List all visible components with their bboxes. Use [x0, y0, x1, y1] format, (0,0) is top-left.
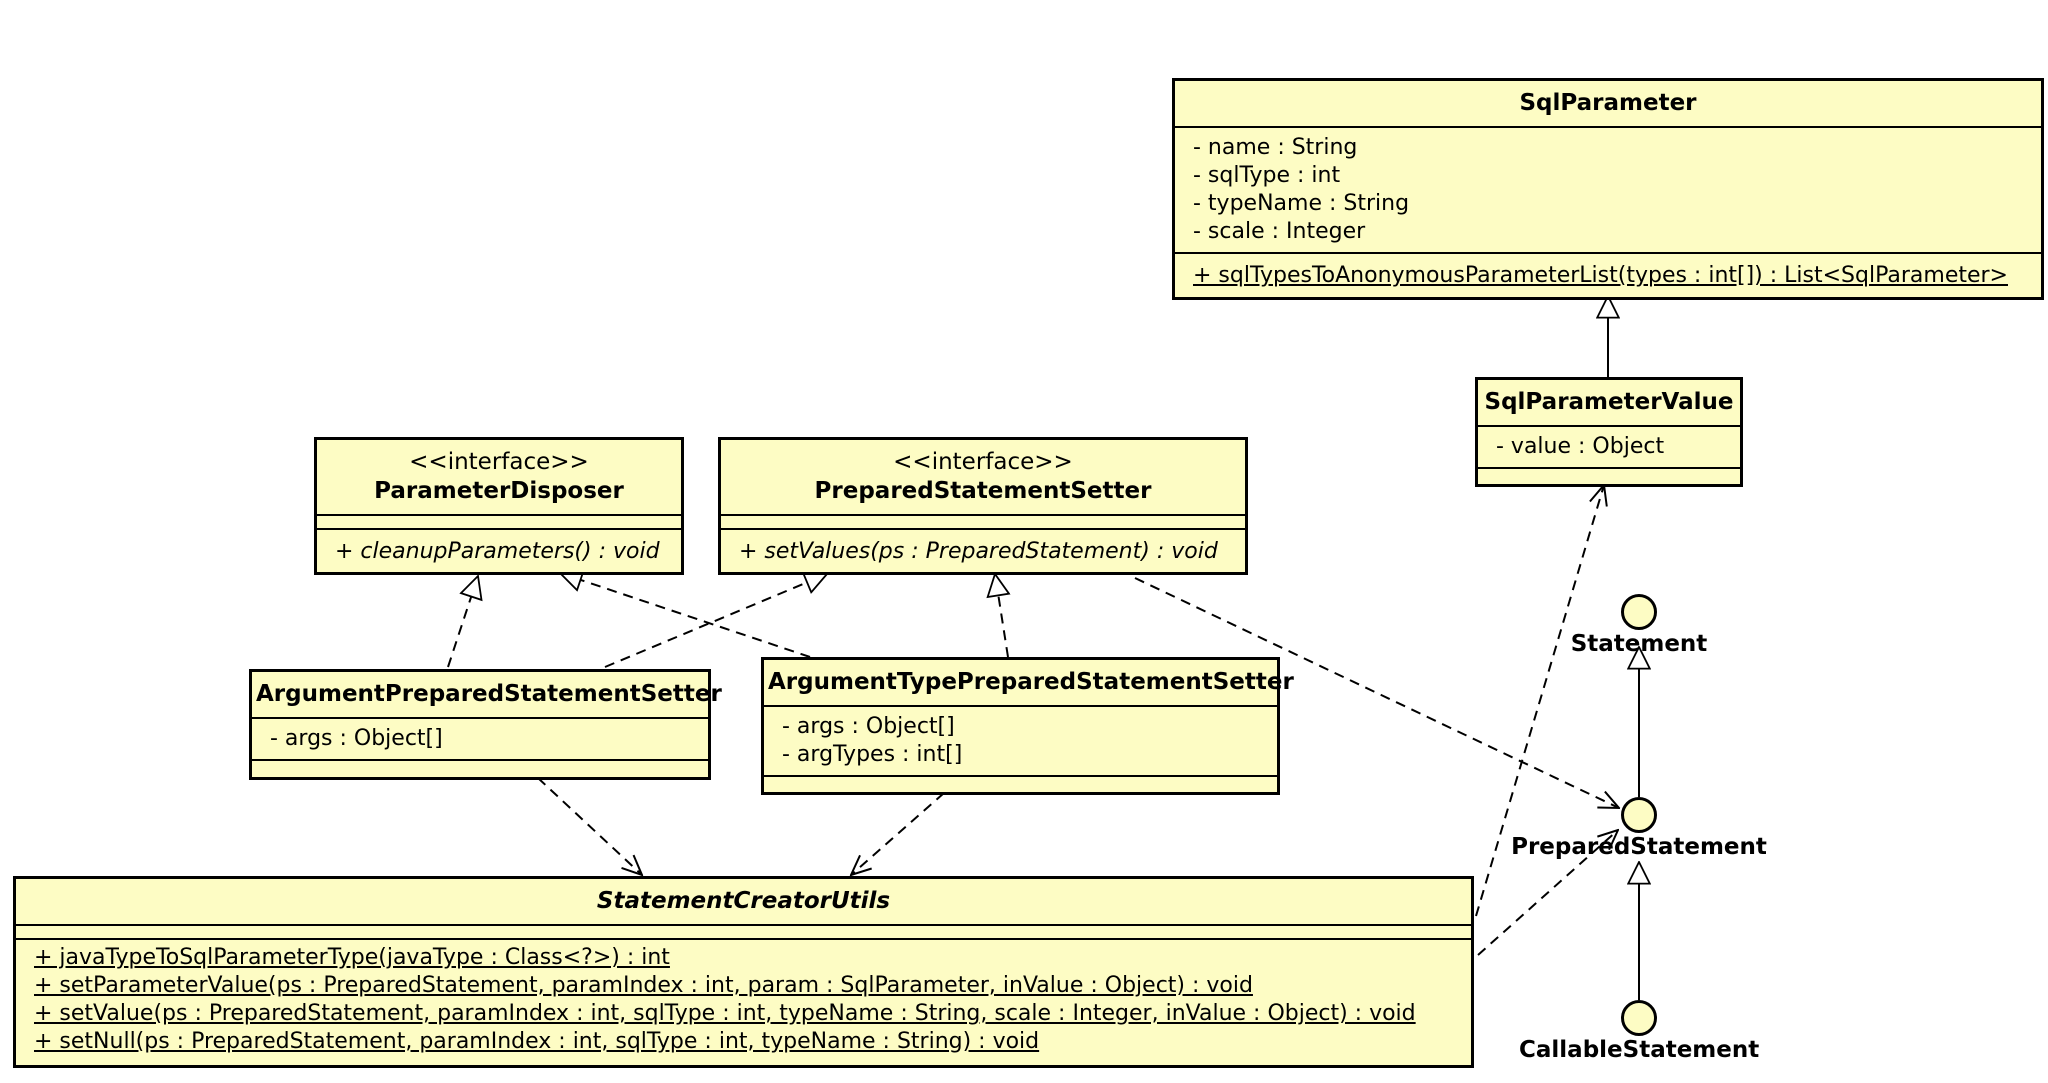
operations-compartment: + javaTypeToSqlParameterType(javaType : …: [16, 940, 1471, 1060]
operations-compartment: + cleanupParameters() : void: [317, 530, 681, 574]
static-operation: + javaTypeToSqlParameterType(javaType : …: [34, 945, 670, 970]
class-name: SqlParameterValue: [1478, 380, 1740, 427]
class-header: <<interface>> ParameterDisposer: [317, 440, 681, 516]
class-argument-prepared-statement-setter: ArgumentPreparedStatementSetter - args :…: [249, 669, 722, 780]
class-sql-parameter: SqlParameter - name : String - sqlType :…: [1172, 78, 2044, 300]
attributes-compartment: - args : Object[]: [252, 719, 708, 761]
class-argument-type-prepared-statement-setter: ArgumentTypePreparedStatementSetter - ar…: [761, 657, 1294, 795]
class-name: PreparedStatementSetter: [814, 478, 1152, 504]
dependency-preparedstatementsetter-preparedstatement: [1134, 577, 1619, 808]
class-name: StatementCreatorUtils: [16, 879, 1471, 926]
attribute: - value : Object: [1496, 434, 1665, 459]
attribute: - sqlType : int: [1193, 163, 1341, 188]
attribute: - args : Object[]: [270, 726, 443, 751]
attributes-compartment: - args : Object[] - argTypes : int[]: [764, 707, 1277, 777]
interface-label: CallableStatement: [1519, 1037, 1760, 1063]
realization-argtypepss-parameterdisposer: [560, 573, 811, 658]
attribute: - scale : Integer: [1193, 219, 1366, 244]
interface-statement: Statement: [1539, 594, 1739, 658]
static-operation: + sqlTypesToAnonymousParameterList(types…: [1193, 263, 2008, 288]
attributes-compartment: - value : Object: [1478, 427, 1740, 469]
abstract-operation: + cleanupParameters() : void: [335, 539, 660, 564]
operations-compartment: + setValues(ps : PreparedStatement) : vo…: [721, 530, 1245, 574]
operations-compartment: [1478, 469, 1740, 501]
interface-parameter-disposer: <<interface>> ParameterDisposer + cleanu…: [314, 437, 684, 575]
attributes-compartment: [721, 516, 1245, 530]
stereotype: <<interface>>: [893, 449, 1073, 475]
class-name: ArgumentPreparedStatementSetter: [252, 672, 722, 719]
interface-label: PreparedStatement: [1511, 834, 1767, 860]
attributes-compartment: [317, 516, 681, 530]
class-header: <<interface>> PreparedStatementSetter: [721, 440, 1245, 516]
class-sql-parameter-value: SqlParameterValue - value : Object: [1475, 377, 1743, 487]
attribute: - typeName : String: [1193, 191, 1410, 216]
interface-prepared-statement-setter: <<interface>> PreparedStatementSetter + …: [718, 437, 1248, 575]
static-operation: + setNull(ps : PreparedStatement, paramI…: [34, 1029, 1040, 1054]
dependency-argtypepss-statementcreatorutils: [851, 792, 945, 875]
interface-callable-statement: CallableStatement: [1519, 1000, 1759, 1064]
class-statement-creator-utils: StatementCreatorUtils + javaTypeToSqlPar…: [13, 876, 1474, 1068]
attribute: - name : String: [1193, 135, 1358, 160]
static-operation: + setValue(ps : PreparedStatement, param…: [34, 1001, 1416, 1026]
attribute: - args : Object[]: [782, 714, 955, 739]
interface-label: Statement: [1570, 631, 1708, 657]
interface-prepared-statement: PreparedStatement: [1509, 797, 1769, 861]
realization-argpss-preparedstatementsetter: [604, 574, 827, 668]
operations-compartment: [764, 777, 1277, 809]
class-name: SqlParameter: [1175, 81, 2041, 128]
interface-circle-icon: [1621, 1000, 1657, 1036]
operations-compartment: [252, 761, 708, 793]
interface-circle-icon: [1621, 594, 1657, 630]
static-operation: + setParameterValue(ps : PreparedStateme…: [34, 973, 1253, 998]
dependency-statementcreatorutils-preparedstatement: [1477, 830, 1618, 956]
realization-argtypepss-preparedstatementsetter: [995, 574, 1008, 658]
dependency-statementcreatorutils-sqlparametervalue: [1475, 485, 1604, 917]
interface-circle-icon: [1621, 797, 1657, 833]
class-name: ArgumentTypePreparedStatementSetter: [764, 660, 1294, 707]
attributes-compartment: [16, 926, 1471, 940]
class-name: ParameterDisposer: [374, 478, 624, 504]
attribute: - argTypes : int[]: [782, 742, 963, 767]
realization-argpss-parameterdisposer: [447, 576, 478, 668]
operations-compartment: + sqlTypesToAnonymousParameterList(types…: [1175, 254, 2041, 298]
attributes-compartment: - name : String - sqlType : int - typeNa…: [1175, 128, 2041, 254]
stereotype: <<interface>>: [409, 449, 589, 475]
dependency-argpss-statementcreatorutils: [537, 777, 642, 875]
abstract-operation: + setValues(ps : PreparedStatement) : vo…: [739, 539, 1218, 564]
